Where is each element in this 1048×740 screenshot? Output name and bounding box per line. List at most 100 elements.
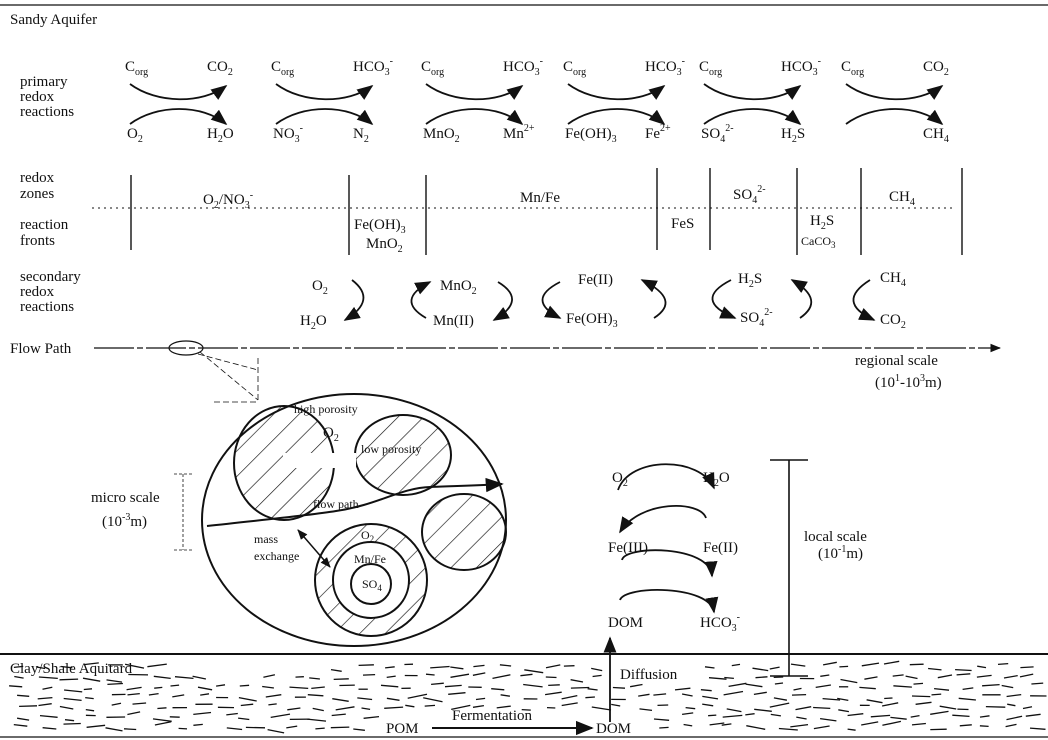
- aquitard-dash: [864, 676, 878, 680]
- aquitard-dash: [773, 697, 788, 701]
- primary-5-oxidized-product: CO2: [923, 59, 949, 78]
- aquitard-dash: [192, 675, 207, 680]
- aquitard-dash: [962, 687, 974, 691]
- aquitard-dash: [726, 708, 742, 713]
- local-dom-hco3-arc: [619, 589, 719, 614]
- label-high-porosity: high porosity: [294, 402, 358, 416]
- aquitard-dash: [431, 682, 444, 686]
- aquitard-dash: [639, 708, 653, 712]
- aquitard-dash: [822, 697, 841, 701]
- aquitard-dash: [1006, 715, 1023, 721]
- aquitard-dash: [840, 678, 858, 684]
- aquitard-dash: [653, 718, 670, 721]
- aquitard-dash: [704, 666, 715, 669]
- aquitard-dash: [496, 705, 511, 709]
- aquitard-dash: [226, 712, 238, 716]
- aquitard-dash: [524, 669, 544, 674]
- aquitard-dash: [859, 686, 876, 690]
- primary-4-lower-arc: [703, 108, 802, 126]
- aquitard-dash: [952, 714, 970, 718]
- section-clay-shale-aquitard: Clay/Shale Aquitard: [10, 661, 133, 677]
- front-feoh3: Fe(OH)3: [354, 217, 406, 236]
- aquitard-dash: [931, 693, 942, 696]
- aquitard-dash: [451, 704, 471, 711]
- aquitard-dash: [1019, 673, 1034, 678]
- aquitard-dash: [193, 711, 212, 716]
- aquitard-dash: [709, 722, 725, 726]
- aquitard-dash: [722, 714, 743, 718]
- aquitard-dash: [937, 674, 953, 679]
- zone-mn-fe: Mn/Fe: [520, 190, 560, 206]
- sec-fe-left-arrow: [541, 281, 562, 319]
- aquitard-dash: [861, 721, 879, 726]
- label-mass-exchange: mass exchange: [254, 532, 299, 563]
- aquitard-dash: [240, 703, 254, 707]
- aquitard-dash: [226, 727, 243, 731]
- aquitard-dash: [822, 661, 837, 666]
- aquitard-dash: [170, 684, 180, 687]
- aquitard-dash: [331, 713, 346, 717]
- primary-1-oxidized-product: HCO3-: [353, 56, 393, 78]
- aquitard-dash: [892, 674, 904, 677]
- aquitard-dash: [979, 725, 989, 728]
- aquitard-dash: [793, 687, 802, 691]
- aquitard-dash: [82, 677, 101, 682]
- aquitard-dash: [17, 694, 30, 697]
- aquitard-dash: [491, 688, 505, 691]
- aquitard-dash: [958, 697, 976, 701]
- primary-5-reductant: Corg: [841, 59, 864, 78]
- aquitard-dash: [982, 683, 1000, 687]
- aquitard-dash: [333, 678, 349, 681]
- aquitard-dash: [309, 677, 320, 680]
- aquitard-dash: [545, 691, 562, 696]
- aquitard-dash: [770, 713, 781, 717]
- primary-3-upper-arc: [567, 83, 666, 101]
- label-low-porosity: low porosity: [361, 442, 421, 456]
- section-sandy-aquifer: Sandy Aquifer: [10, 12, 97, 28]
- aquitard-dash: [111, 702, 122, 706]
- aquitard-dash: [132, 702, 147, 705]
- primary-5-lower-arc: [845, 108, 944, 126]
- aquitard-dash: [570, 679, 584, 683]
- regional-scale-label: regional scale: [855, 353, 938, 369]
- aquitard-dash: [153, 675, 171, 680]
- aquitard-dash: [870, 714, 891, 718]
- aquitard-dash: [492, 674, 511, 680]
- aquitard-dash: [956, 673, 971, 676]
- zone-o2-no3: O2/NO3-: [203, 190, 253, 211]
- aquitard-dash: [659, 726, 669, 729]
- aquitard-dash: [861, 662, 880, 667]
- aquitard-dash: [997, 662, 1009, 666]
- aquitard-dash: [311, 686, 325, 690]
- aquitard-dash: [174, 676, 194, 680]
- aquitard-dash: [315, 727, 325, 730]
- aquitard-dash: [38, 676, 58, 680]
- aquitard-dash: [866, 699, 883, 704]
- aquitard-dash: [591, 667, 603, 672]
- primary-1-reduced-product: N2: [353, 126, 369, 145]
- aquitard-dash: [13, 723, 28, 727]
- primary-2-lower-arc: [425, 108, 524, 126]
- aquitard-dash: [126, 686, 142, 691]
- primary-3-reduced-product: Fe2+: [645, 123, 671, 142]
- aquitard-dash: [330, 668, 342, 672]
- sec-s-left-arrow: [711, 279, 737, 319]
- aquitard-dash: [286, 725, 298, 729]
- aquitard-dash: [361, 707, 371, 711]
- aquitard-dash: [193, 723, 203, 726]
- primary-4-reductant: Corg: [699, 59, 722, 78]
- aquitard-dash: [882, 720, 902, 726]
- aquitard-dash: [450, 666, 464, 670]
- grain-right-bottom: [421, 493, 507, 571]
- aquitard-layer: Diffusion POM Fermentation DOM: [9, 636, 1047, 737]
- aquitard-dash: [1025, 713, 1041, 717]
- primary-4-electron-acceptor: SO42-: [701, 123, 734, 145]
- aquitard-dash: [268, 703, 277, 706]
- aquitard-dash: [38, 703, 52, 707]
- aquitard-dash: [430, 665, 450, 669]
- aquitard-dash: [1001, 684, 1014, 689]
- aquitard-dash: [1029, 727, 1046, 730]
- label-diffusion: Diffusion: [620, 667, 678, 683]
- aquitard-dash: [979, 715, 990, 718]
